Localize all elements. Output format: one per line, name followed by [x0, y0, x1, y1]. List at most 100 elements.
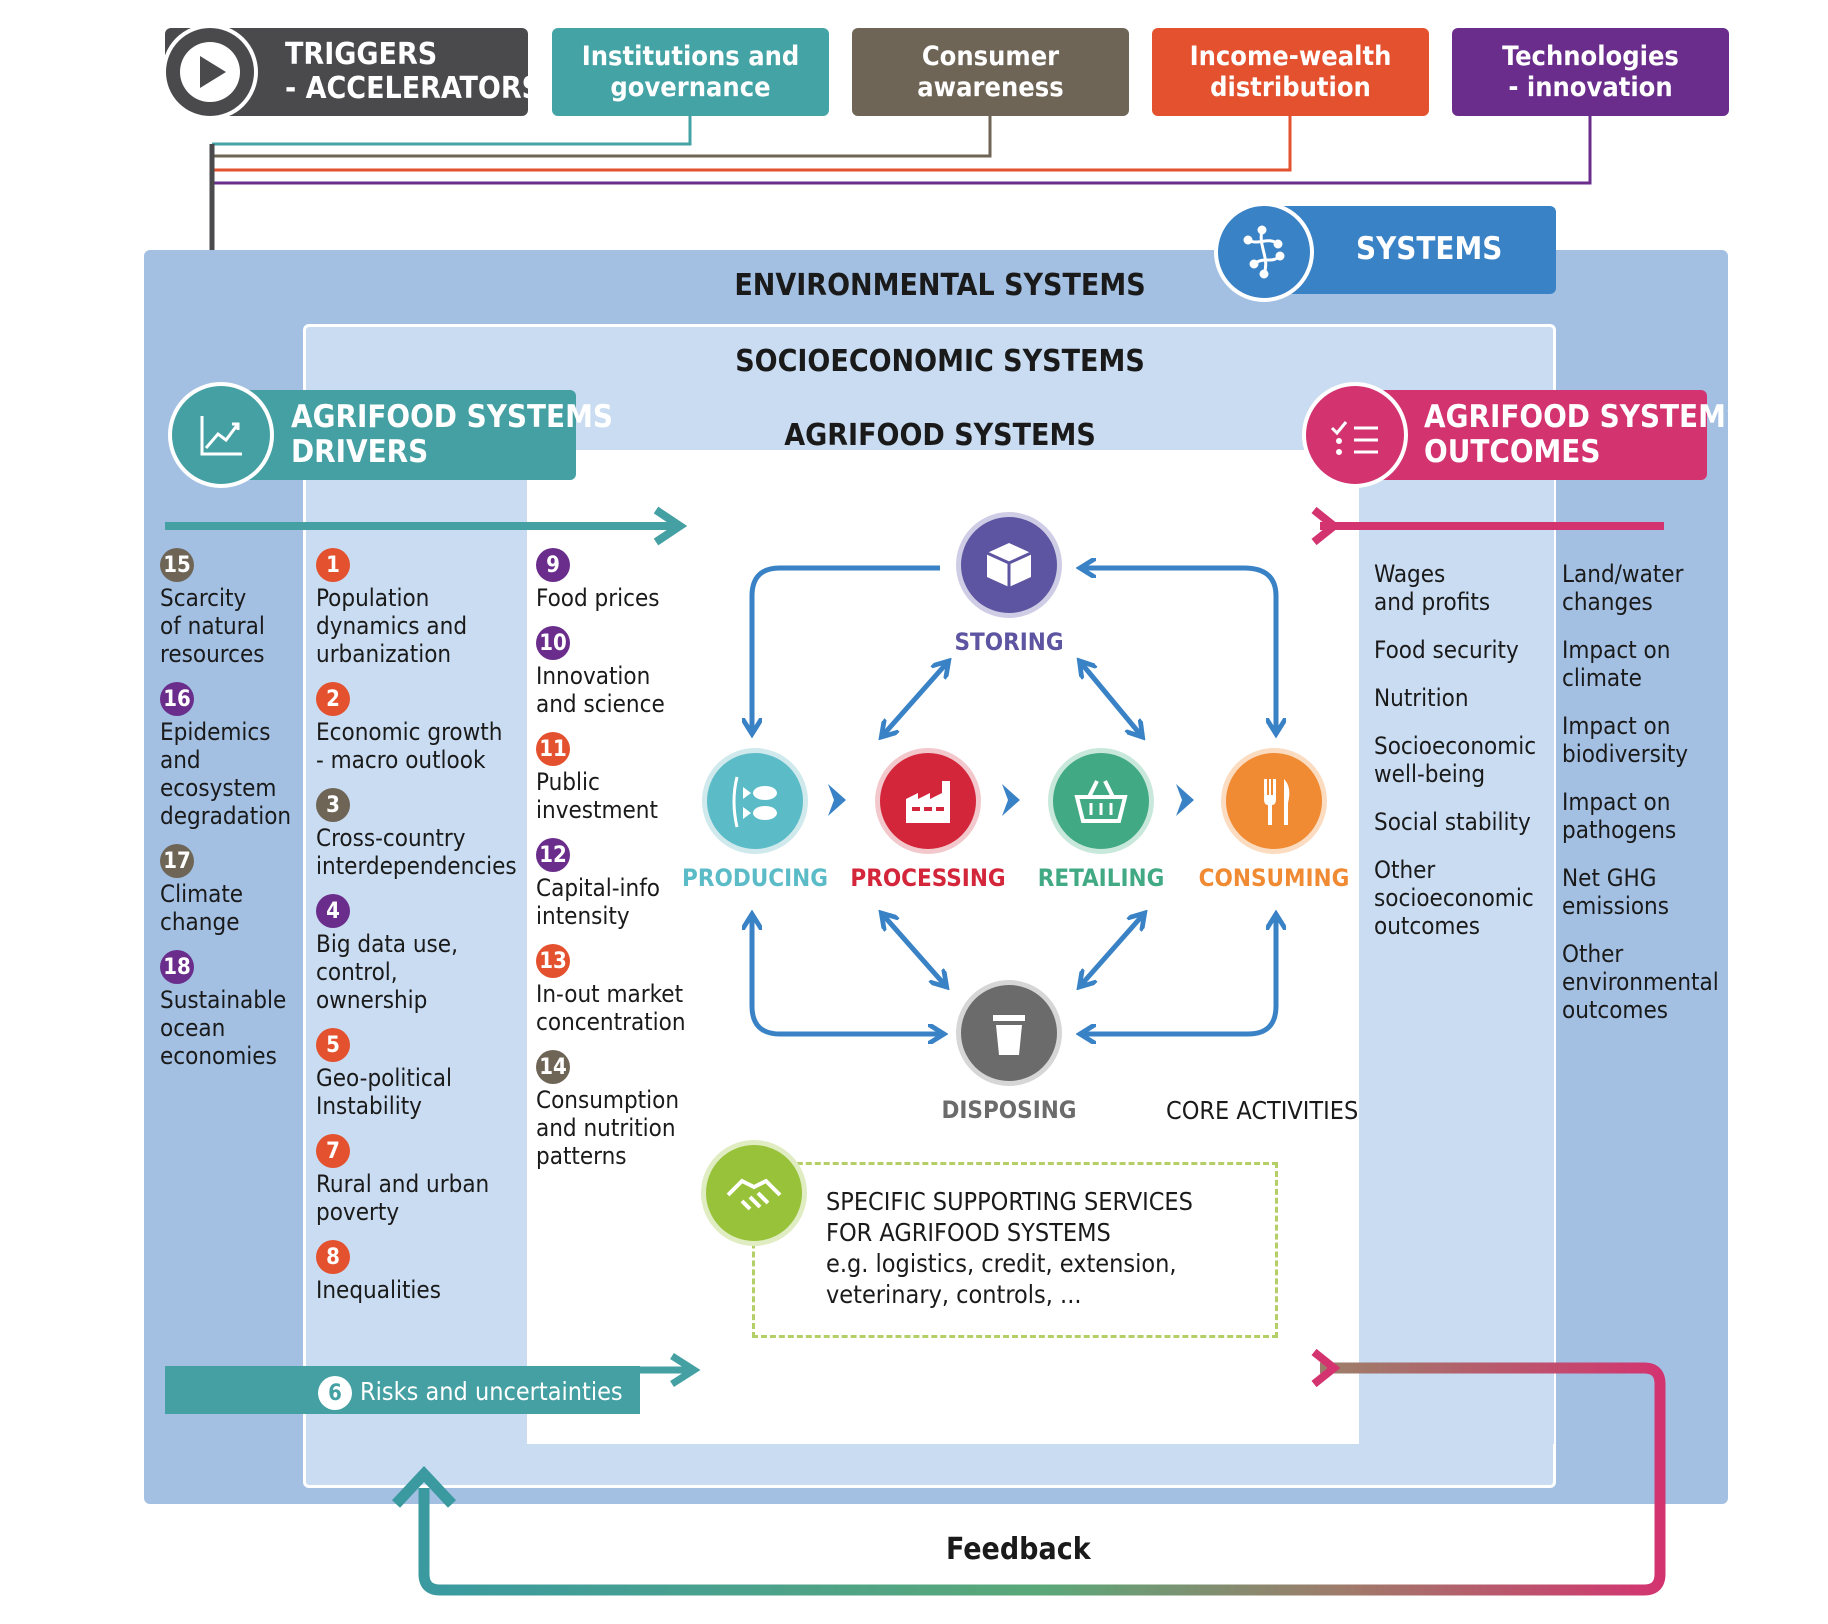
- outcome-item: Other environmental outcomes: [1562, 940, 1719, 1024]
- driver-label: Sustainable ocean economies: [160, 986, 287, 1070]
- trigger-technologies: Technologies - innovation: [1452, 28, 1729, 116]
- outcome-item: Impact on biodiversity: [1562, 712, 1689, 768]
- fork-knife-icon: [1264, 779, 1290, 825]
- driver-label: Innovation and science: [536, 662, 665, 718]
- drivers-flow-arrow: [165, 506, 1664, 546]
- risks-bar: [165, 1353, 701, 1414]
- driver-number-badge: 7: [316, 1134, 350, 1168]
- checklist-icon: [1302, 382, 1408, 488]
- risks-label: Risks and uncertainties: [360, 1377, 623, 1406]
- outcomes-title: AGRIFOOD SYSTEMS OUTCOMES: [1424, 399, 1746, 470]
- play-icon: [162, 24, 258, 120]
- disposing-circle: [956, 980, 1062, 1086]
- driver-number-badge: 10: [536, 626, 570, 660]
- driver-label: Population dynamics and urbanization: [316, 584, 468, 668]
- outcome-item: Socioeconomic well-being: [1374, 732, 1537, 788]
- driver-label: Consumption and nutrition patterns: [536, 1086, 680, 1170]
- retailing-label: RETAILING: [1037, 864, 1165, 892]
- outcome-item: Other socioeconomic outcomes: [1374, 856, 1534, 940]
- trash-icon: [993, 1015, 1025, 1055]
- socioeconomic-outcomes-panel: [1359, 450, 1554, 1444]
- outcome-item: Social stability: [1374, 808, 1531, 836]
- driver-number-badge: 3: [316, 788, 350, 822]
- driver-number-badge: 14: [536, 1050, 570, 1084]
- disposing-label: DISPOSING: [941, 1096, 1077, 1124]
- processing-label: PROCESSING: [850, 864, 1006, 892]
- network-icon: [1214, 202, 1314, 302]
- driver-label: Climate change: [160, 880, 244, 936]
- driver-label: Epidemics and ecosystem degradation: [160, 718, 292, 830]
- driver-label: Food prices: [536, 584, 660, 612]
- drivers-title: AGRIFOOD SYSTEMS DRIVERS: [291, 399, 613, 470]
- driver-number-badge: 12: [536, 838, 570, 872]
- driver-number-badge: 1: [316, 548, 350, 582]
- driver-label: Rural and urban poverty: [316, 1170, 490, 1226]
- driver-number-badge: 9: [536, 548, 570, 582]
- outcome-item: Nutrition: [1374, 684, 1469, 712]
- agrifood-systems-title: AGRIFOOD SYSTEMS: [784, 418, 1096, 453]
- systems-label: SYSTEMS: [1356, 231, 1503, 267]
- driver-number-badge: 11: [536, 732, 570, 766]
- outcome-item: Impact on climate: [1562, 636, 1671, 692]
- supporting-services-box: [752, 1162, 1278, 1338]
- processing-circle: [875, 748, 981, 854]
- retailing-circle: [1048, 748, 1154, 854]
- outcome-item: Food security: [1374, 636, 1519, 664]
- outcome-item: Wages and profits: [1374, 560, 1491, 616]
- producing-label: PRODUCING: [682, 864, 828, 892]
- outcome-item: Land/water changes: [1562, 560, 1684, 616]
- consuming-circle: [1221, 748, 1327, 854]
- producing-circle: [702, 748, 808, 854]
- driver-number-badge: 13: [536, 944, 570, 978]
- driver-number-badge: 5: [316, 1028, 350, 1062]
- storing-circle: [956, 512, 1062, 618]
- supporting-services-title: SPECIFIC SUPPORTING SERVICES FOR AGRIFOO…: [826, 1187, 1193, 1247]
- trigger-institutions: Institutions and governance: [552, 28, 829, 116]
- driver-number-badge: 4: [316, 894, 350, 928]
- driver-number-badge: 18: [160, 950, 194, 984]
- handshake-icon: [726, 1178, 782, 1211]
- box-icon: [986, 543, 1032, 587]
- feedback-label: Feedback: [946, 1532, 1091, 1567]
- driver-label: In-out market concentration: [536, 980, 686, 1036]
- trend-chart-icon: [168, 382, 274, 488]
- core-activities-label: CORE ACTIVITIES: [1166, 1096, 1359, 1125]
- trigger-consumer-awareness: Consumer awareness: [852, 28, 1129, 116]
- fish-wheat-icon: [732, 776, 777, 828]
- drivers-badge: [218, 390, 576, 480]
- storing-label: STORING: [954, 628, 1064, 656]
- driver-label: Economic growth - macro outlook: [316, 718, 503, 774]
- driver-label: Scarcity of natural resources: [160, 584, 265, 668]
- driver-label: Public investment: [536, 768, 658, 824]
- driver-number-badge: 8: [316, 1240, 350, 1274]
- driver-label: Big data use, control, ownership: [316, 930, 458, 1014]
- driver-number-badge: 15: [160, 548, 194, 582]
- driver-label: Capital-info intensity: [536, 874, 660, 930]
- triggers-title: TRIGGERS - ACCELERATORS: [285, 37, 542, 106]
- consuming-label: CONSUMING: [1198, 864, 1350, 892]
- trigger-income-wealth: Income-wealth distribution: [1152, 28, 1429, 116]
- outcomes-badge: [1350, 390, 1707, 480]
- driver-number-badge: 2: [316, 682, 350, 716]
